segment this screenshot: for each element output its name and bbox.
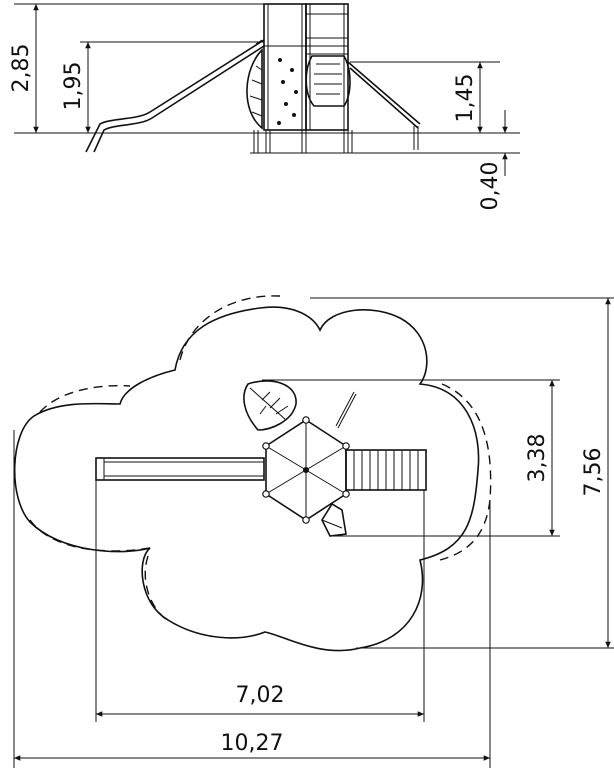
- tube-elevation: [305, 55, 351, 107]
- leaf-panel-plan: [243, 380, 297, 431]
- plan-view: 3,38 7,56 7,02 10,27: [13, 295, 614, 768]
- safety-area-length-label: 10,27: [221, 731, 284, 756]
- safety-area-outline: [13, 306, 480, 652]
- height-dimension-195: 1,95: [61, 41, 264, 133]
- tower-roof-plan: [262, 416, 350, 524]
- total-height-label: 2,85: [9, 44, 34, 93]
- climbing-element-plan: [321, 391, 357, 537]
- platform-height-low-label: 1,45: [453, 74, 478, 123]
- slide-elevation: [85, 39, 265, 153]
- depth-dimension-040: 0,40: [478, 110, 508, 211]
- tower-elevation: [253, 3, 353, 153]
- climbing-holds: [277, 58, 298, 125]
- height-dimension-285: 2,85: [9, 3, 264, 133]
- tube-plan: [345, 449, 427, 491]
- slide-plan: [95, 457, 265, 481]
- side-elevation: 2,85 1,95 1,45 0,40: [9, 3, 520, 211]
- leaf-panel-elevation: [246, 48, 263, 130]
- width-dimension-338: 3,38: [262, 379, 560, 537]
- height-dimension-145: 1,45: [350, 61, 500, 133]
- safety-area-dashed-outline: [29, 295, 492, 623]
- length-dimension-702: 7,02: [95, 480, 425, 722]
- width-dimension-756: 7,56: [310, 297, 614, 649]
- platform-height-tall-label: 1,95: [61, 62, 86, 111]
- ramp-elevation: [347, 61, 421, 150]
- foundation-depth-label: 0,40: [478, 162, 503, 211]
- length-dimension-1027: 10,27: [13, 430, 491, 768]
- equipment-length-label: 7,02: [236, 683, 285, 708]
- equipment-width-label: 3,38: [525, 434, 550, 483]
- safety-area-width-label: 7,56: [581, 448, 606, 497]
